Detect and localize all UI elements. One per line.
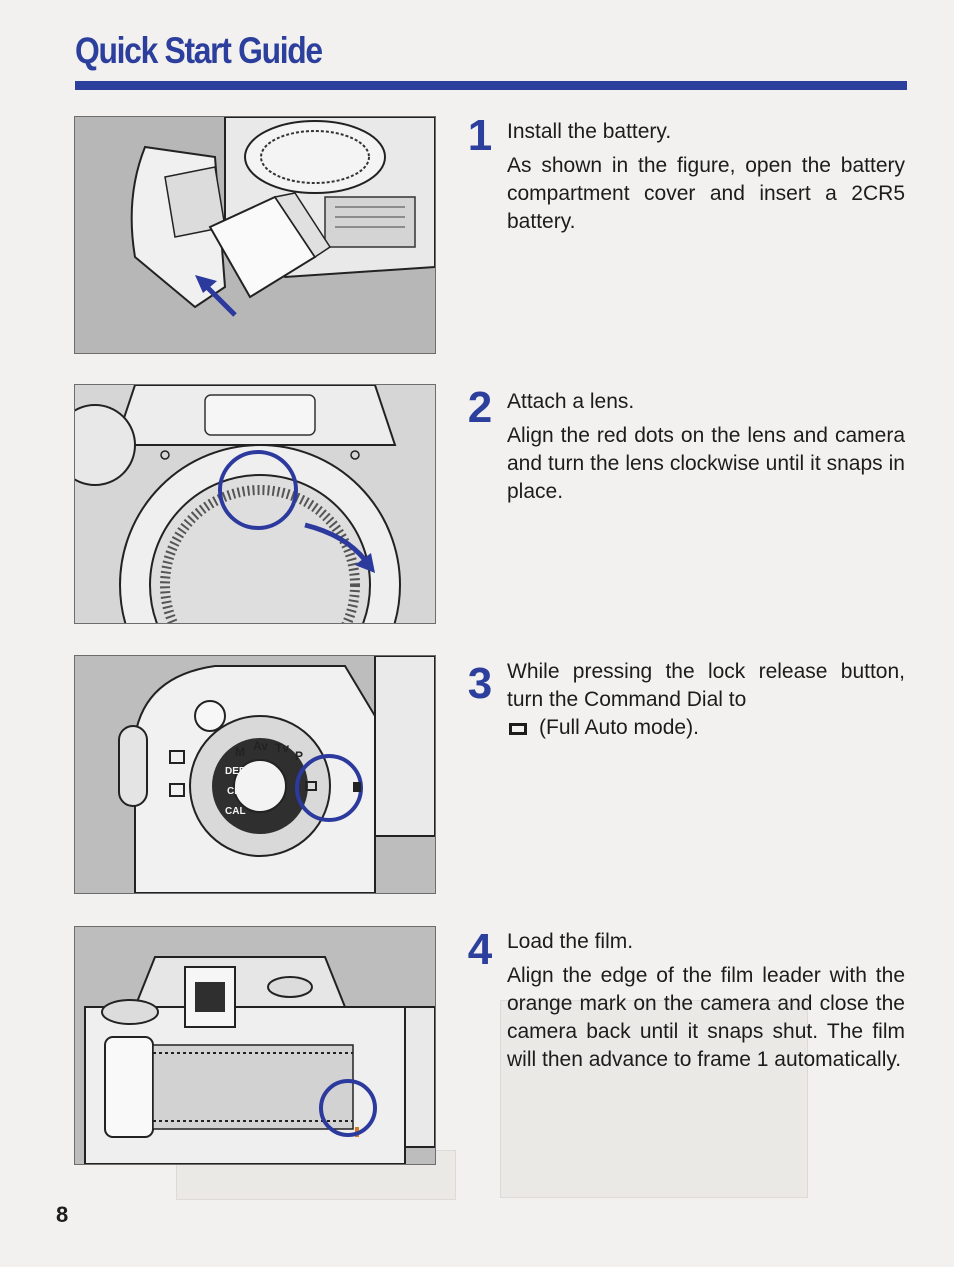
step-3-body-pre: While pressing the lock release button, …: [507, 660, 905, 711]
command-dial-illustration: CAL CF DEP M Av Tv P: [74, 655, 436, 894]
show-through-panel: [500, 1000, 808, 1198]
dial-label-dep: DEP: [225, 766, 246, 777]
title-rule: [75, 81, 907, 90]
full-auto-mode-icon: [509, 723, 527, 735]
step-1-text: Install the battery. As shown in the fig…: [507, 118, 905, 236]
dial-label-cal: CAL: [225, 806, 246, 817]
step-3-body-post: (Full Auto mode).: [539, 716, 699, 739]
step-2-number: 2: [467, 383, 492, 432]
battery-install-illustration: [74, 116, 436, 354]
dial-label-tv: Tv: [275, 741, 289, 755]
step-2-heading: Attach a lens.: [507, 390, 635, 413]
step-4-number: 4: [467, 925, 492, 974]
film-load-illustration: [74, 926, 436, 1165]
step-1-number: 1: [467, 111, 492, 160]
dial-label-p: P: [295, 749, 303, 763]
film-load-icon: [75, 927, 435, 1164]
lens-attach-icon: [75, 385, 435, 623]
command-dial-icon: CAL CF DEP M Av Tv P: [75, 656, 435, 893]
step-4-heading: Load the film.: [507, 930, 634, 953]
step-2-body: Align the red dots on the lens and camer…: [507, 424, 905, 503]
step-4-text: Load the film. Align the edge of the fil…: [507, 928, 905, 1074]
step-3-body: While pressing the lock release button, …: [507, 658, 905, 742]
step-4-body: Align the edge of the film leader with t…: [507, 964, 905, 1071]
dial-label-m: M: [235, 745, 245, 759]
step-3-text: While pressing the lock release button, …: [507, 658, 905, 742]
step-1-body: As shown in the figure, open the battery…: [507, 154, 905, 233]
dial-label-av: Av: [253, 739, 268, 753]
lens-attach-illustration: [74, 384, 436, 624]
page-title: Quick Start Guide: [75, 30, 323, 71]
dial-label-cf: CF: [227, 786, 240, 797]
step-2-text: Attach a lens. Align the red dots on the…: [507, 388, 905, 506]
step-3-number: 3: [467, 659, 492, 708]
step-1-heading: Install the battery.: [507, 120, 672, 143]
battery-install-icon: [75, 117, 435, 353]
page-number: 8: [56, 1202, 69, 1227]
